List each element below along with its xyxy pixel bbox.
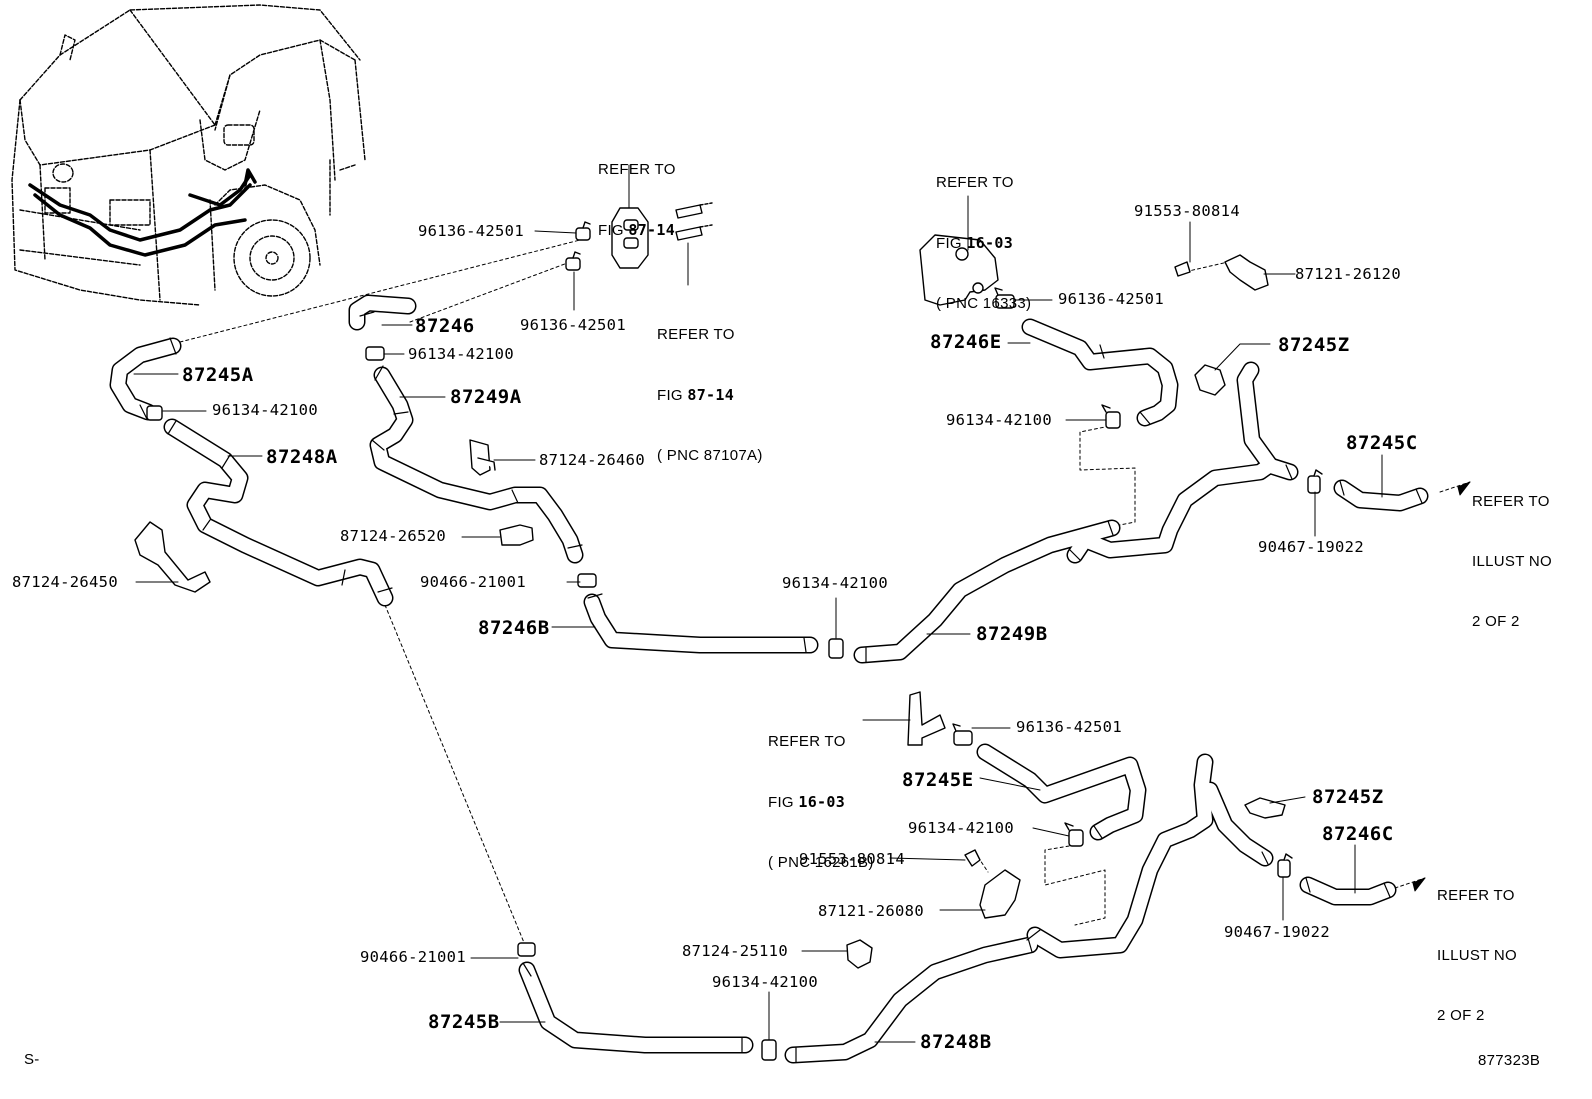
part-label-96134-42100-c: 96134-42100 [782,574,888,592]
part-label-87245C: 87245C [1346,432,1418,454]
part-label-87124-26450: 87124-26450 [12,573,118,591]
part-label-96134-42100-b: 96134-42100 [212,401,318,419]
corner-mark-left: S- [24,1051,40,1068]
illustration-number: 877323B [1478,1052,1541,1069]
note-refer-illust-upper: REFER TO ILLUST NO 2 OF 2 [1472,493,1552,630]
note-refer-illust-lower: REFER TO ILLUST NO 2 OF 2 [1437,887,1517,1024]
part-label-87249A: 87249A [450,386,522,408]
part-label-96136-42501-lower: 96136-42501 [520,316,626,334]
note-refer-fig-16-03-tee: REFER TO FIG 16-03 ( PNC 16261B) [768,733,874,871]
part-label-87121-26120: 87121-26120 [1295,265,1401,283]
part-label-96134-42100-d: 96134-42100 [946,411,1052,429]
part-label-87245Z-upper: 87245Z [1278,334,1350,356]
brackets [134,202,1286,969]
part-label-96134-42100-e: 96134-42100 [908,819,1014,837]
note-refer-fig-16-03-thermostat: REFER TO FIG 16-03 ( PNC 16333) [936,174,1032,312]
part-label-87245Z-lower: 87245Z [1312,786,1384,808]
part-label-87249B: 87249B [976,623,1048,645]
part-label-87245E: 87245E [902,769,974,791]
part-label-90467-19022-lower: 90467-19022 [1224,923,1330,941]
van-illustration [11,4,366,306]
part-label-96136-42501-thermo: 96136-42501 [1058,290,1164,308]
leader-lines [133,164,1383,1043]
hoses [109,294,1429,1064]
clamps [146,221,1323,1061]
part-label-87246: 87246 [415,315,475,337]
part-label-96136-42501-tee: 96136-42501 [1016,718,1122,736]
part-label-90467-19022-upper: 90467-19022 [1258,538,1364,556]
part-label-87121-26080: 87121-26080 [818,902,924,920]
continuation-arrows [1412,481,1471,892]
note-refer-fig-87-14-pipe: REFER TO FIG 87-14 ( PNC 87107A) [657,326,763,464]
part-label-87124-26520: 87124-26520 [340,527,446,545]
part-label-91553-80814-lower: 91553-80814 [799,850,905,868]
part-label-96134-42100-a: 96134-42100 [408,345,514,363]
part-label-96136-42501-upper: 96136-42501 [418,222,524,240]
part-label-87248B: 87248B [920,1031,992,1053]
part-label-87246B: 87246B [478,617,550,639]
van-wheel [52,124,311,297]
part-label-91553-80814-upper: 91553-80814 [1134,202,1240,220]
part-label-87248A: 87248A [266,446,338,468]
part-label-87246E: 87246E [930,331,1002,353]
part-label-87124-26460: 87124-26460 [539,451,645,469]
van-hose-routing [28,168,257,257]
part-label-90466-21001-upper: 90466-21001 [420,573,526,591]
part-label-90466-21001-lower: 90466-21001 [360,948,466,966]
part-label-87245B: 87245B [428,1011,500,1033]
part-label-87124-25110: 87124-25110 [682,942,788,960]
part-label-96134-42100-f: 96134-42100 [712,973,818,991]
part-label-87245A: 87245A [182,364,254,386]
note-refer-fig-87-14-grommet: REFER TO FIG 87-14 [598,161,676,239]
part-label-87246C: 87246C [1322,823,1394,845]
